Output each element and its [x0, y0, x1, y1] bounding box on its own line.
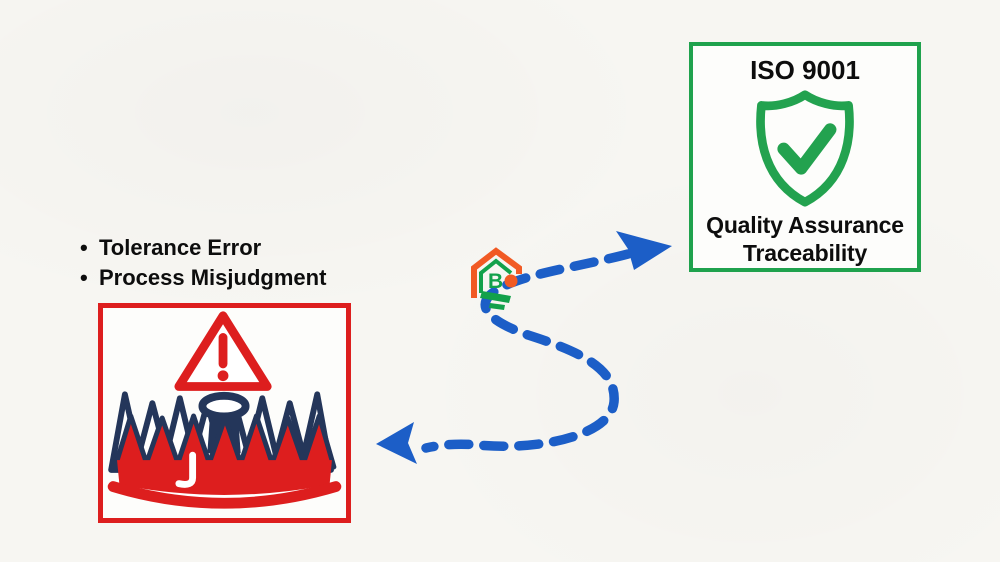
caption-traceability: Traceability [742, 240, 868, 266]
list-item: • Tolerance Error [80, 233, 326, 263]
quality-assurance-box: ISO 9001 Quality Assurance Traceability [689, 42, 921, 272]
list-item: • Process Misjudgment [80, 263, 326, 293]
risk-trap-box [98, 303, 351, 523]
bullet-marker: • [80, 265, 88, 290]
bullet-marker: • [80, 235, 88, 260]
quality-captions: Quality Assurance Traceability [706, 211, 904, 267]
arrowhead-right-icon [616, 231, 672, 270]
bullet-label-process-misjudgment: Process Misjudgment [99, 265, 327, 290]
bear-trap-icon [107, 311, 342, 509]
shield-check-icon [746, 87, 864, 209]
risk-bullet-list: • Tolerance Error • Process Misjudgment [80, 233, 326, 293]
brand-logo-watermark: B [466, 247, 526, 311]
warning-triangle-icon [174, 311, 272, 391]
house-logo-icon: B [471, 247, 522, 310]
svg-text:B: B [488, 270, 503, 293]
caption-quality-assurance: Quality Assurance [706, 212, 904, 238]
arrowhead-left-icon [376, 422, 417, 464]
bullet-label-tolerance-error: Tolerance Error [99, 235, 262, 260]
iso-title: ISO 9001 [750, 55, 860, 85]
